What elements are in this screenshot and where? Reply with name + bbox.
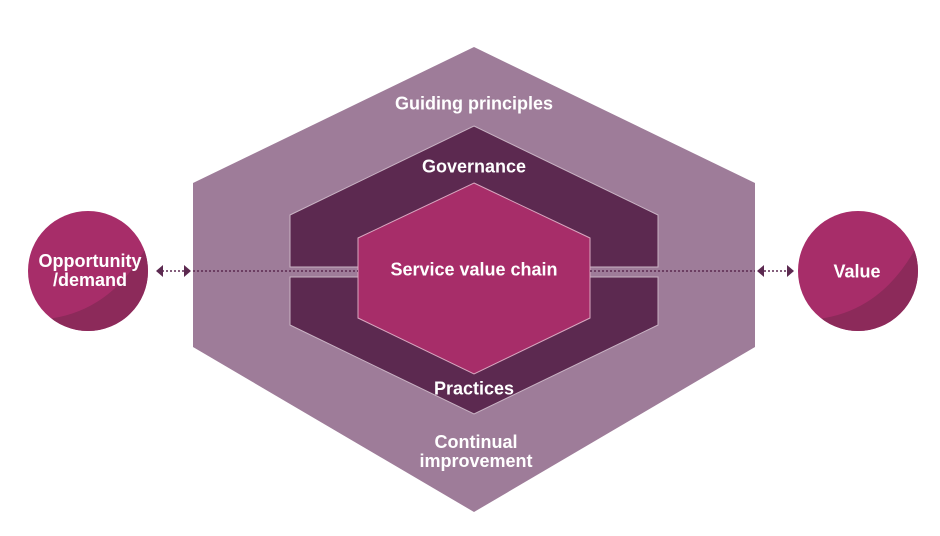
guiding-principles-label: Guiding principles [394,93,554,114]
core-hexagon [357,182,591,375]
opportunity-circle [28,211,148,331]
governance-label: Governance [421,156,527,177]
continual-improvement-label: Continual improvement [419,432,533,471]
service-value-chain-label: Service value chain [390,259,558,280]
practices-label: Practices [433,378,515,399]
value-circle [798,211,918,331]
value-label: Value [833,261,881,282]
opportunity-demand-label: Opportunity /demand [38,251,142,290]
right-double-arrow [757,265,794,277]
left-double-arrow [156,265,191,277]
